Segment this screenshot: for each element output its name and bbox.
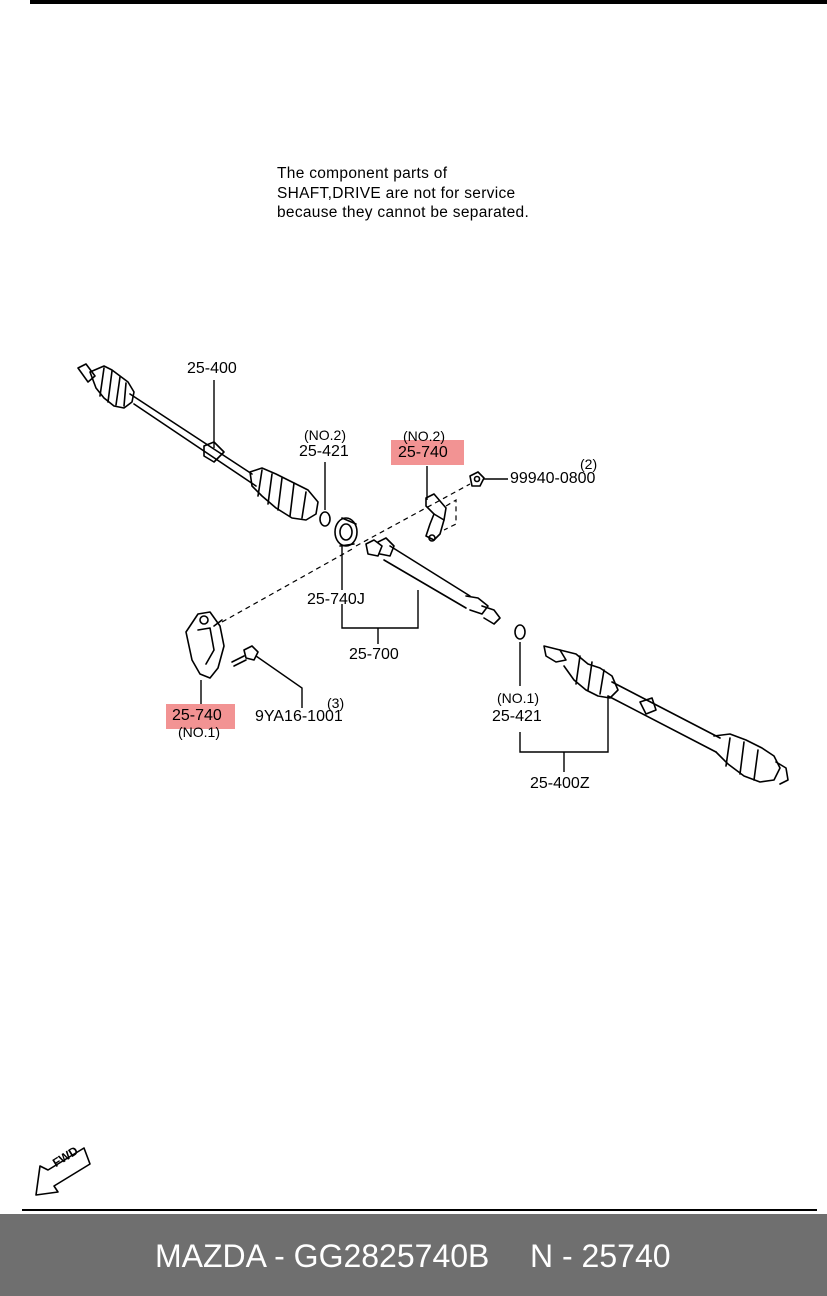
top-rule [30,0,827,4]
right-drive-shaft [543,645,789,785]
note-line-2: SHAFT,DRIVE are not for service [277,184,516,202]
label-ring-lower-no: (NO.1) [497,690,539,706]
label-bracket-upper-no: (NO.2) [403,428,445,444]
footer-bar: MAZDA - GG2825740B N - 25740 [0,1214,827,1296]
label-nut: 99940-0800 [510,470,596,487]
dash-line-lower [221,547,355,623]
label-joint-shaft: 25-700 [349,646,399,663]
label-ring-upper-no: (NO.2) [304,427,346,443]
dash-line-upper [355,483,471,547]
footer-part-number: MAZDA - GG2825740B [155,1238,490,1274]
label-bracket-lower-no: (NO.1) [178,724,220,740]
label-shaft-right: 25-400Z [530,775,590,792]
label-bracket-upper: 25-740 [398,444,448,461]
bracket-lower [185,611,225,679]
label-ring-upper: 25-421 [299,443,349,460]
leader-25-700 [341,590,419,644]
leader-25-400Z [519,696,609,772]
label-bracket-lower: 25-740 [172,707,222,724]
bolt [231,645,259,667]
label-nut-qty: (2) [580,456,598,472]
nut [469,471,485,487]
note-line-3: because they cannot be separated. [277,204,530,221]
label-25-400: 25-400 [187,360,237,377]
footer-ref-number: N - 25740 [530,1238,671,1274]
ring-upper [319,511,331,527]
label-bearing: 25-740J [307,591,365,608]
label-ring-lower: 25-421 [492,708,542,725]
leader-bolt [255,655,303,708]
left-drive-shaft [77,363,319,521]
fwd-arrow-icon [35,1147,91,1196]
label-bolt: 9YA16-1001 [255,708,343,725]
bracket-upper [425,493,447,542]
bottom-rule [22,1209,817,1211]
label-bolt-qty: (3) [327,695,345,711]
highlight-upper-bracket [391,440,464,465]
highlight-lower-bracket [166,704,235,729]
joint-shaft [365,537,501,625]
dash-line-bracket [443,498,457,531]
note-line-1: The component parts of [277,165,448,182]
service-note: The component parts of SHAFT,DRIVE are n… [277,164,607,223]
bearing [334,517,358,547]
ring-lower [514,624,526,640]
